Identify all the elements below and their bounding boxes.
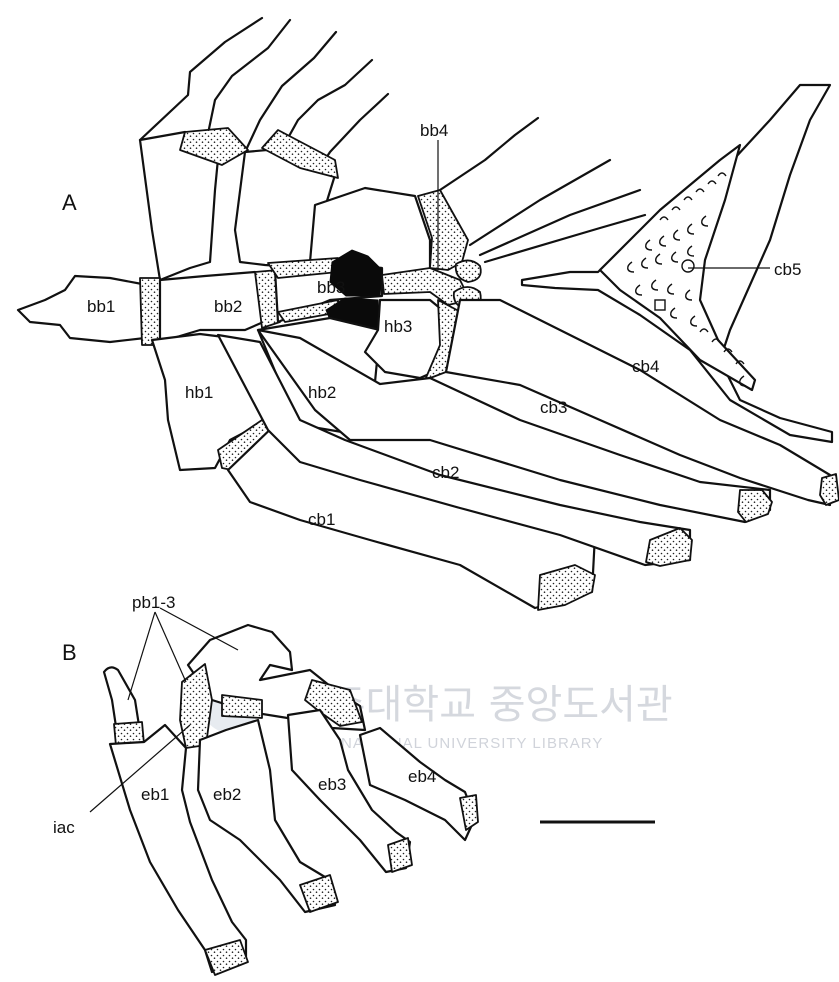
label-eb2: eb2: [213, 785, 241, 804]
panel-a-drawing: A bb1 bb2 bb3 bb4 hb1 hb2 hb3 cb1 cb2 cb…: [18, 18, 839, 610]
pb-cartilage-2: [180, 664, 212, 748]
label-cb1: cb1: [308, 510, 335, 529]
label-hb3: hb3: [384, 317, 412, 336]
label-pb1-3: pb1-3: [132, 593, 175, 612]
bb4-nodule-1: [456, 260, 481, 282]
label-bb4: bb4: [420, 121, 448, 140]
bb1-bb2-cartilage: [140, 278, 162, 345]
panel-b-drawing: 제주대학교 중앙도서관 JEJU NATIONAL UNIVERSITY LIB…: [53, 593, 673, 975]
label-eb4: eb4: [408, 767, 436, 786]
cb4-tip: [820, 474, 839, 505]
label-eb1: eb1: [141, 785, 169, 804]
label-cb4: cb4: [632, 357, 659, 376]
label-bb3: bb3: [317, 278, 345, 297]
label-cb3: cb3: [540, 398, 567, 417]
label-cb2: cb2: [432, 463, 459, 482]
label-iac: iac: [53, 818, 75, 837]
eb3-tip: [388, 838, 412, 872]
label-cb5: cb5: [774, 260, 801, 279]
label-bb2: bb2: [214, 297, 242, 316]
label-hb1: hb1: [185, 383, 213, 402]
panel-a-label: A: [62, 190, 77, 215]
label-bb1: bb1: [87, 297, 115, 316]
cb3-tip: [738, 490, 772, 522]
label-eb3: eb3: [318, 775, 346, 794]
label-hb2: hb2: [308, 383, 336, 402]
bb1-bone: [18, 276, 148, 342]
pb-cartilage-3: [222, 695, 262, 718]
panel-b-label: B: [62, 640, 77, 665]
